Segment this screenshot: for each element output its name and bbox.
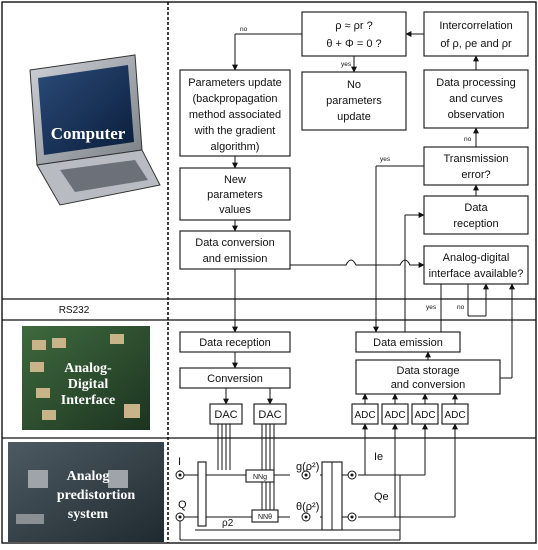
interface-label-3: Interface [61,393,115,408]
interface-label-2: Digital [68,377,109,392]
data-processing-line-2: and curves [449,93,503,105]
nn-g-label: NNg [253,474,267,481]
interface-available-line-1: Analog-digital [443,252,510,264]
data-conversion-box [179,230,291,270]
data-reception-mid-label: Data reception [199,337,271,349]
data-storage-line-1: Data storage [397,365,460,377]
no-params-update-box [301,71,407,131]
new-params-box [179,167,291,221]
data-storage-line-2: and conversion [391,379,466,391]
transmission-error-line-2: error? [461,169,490,181]
data-reception-top-line-2: reception [453,218,498,230]
new-params-line-1: New [224,174,246,186]
adc-label-1: ADC [354,410,375,421]
interface-board-image [22,326,150,430]
params-update-line-1: Parameters update [188,77,282,89]
connector-circles [175,470,357,522]
data-conversion-line-1: Data conversion [195,237,275,249]
dac-label-1: DAC [214,409,237,421]
intercorrelation-box [423,11,529,57]
output-ie-label: Ie [374,451,383,463]
params-update-line-2: (backpropagation [192,93,277,105]
new-params-line-2: parameters [207,189,263,201]
params-update-line-5: algorithm) [211,141,260,153]
adc-label-3: ADC [414,410,435,421]
condition-box [301,11,407,57]
rho2-label: ρ2 [222,518,234,529]
intercorrelation-line-1: Intercorrelation [439,20,512,32]
data-processing-box [423,69,529,129]
intercorrelation-line-2: of ρ, ρe and ρr [440,38,512,50]
circuit-lines [179,424,401,541]
label-yes-bottom: yes [426,304,437,311]
nn-g-box [245,469,275,483]
data-conversion-line-2: and emission [203,253,268,265]
rho2-block [197,461,207,527]
data-emission-label: Data emission [373,337,443,349]
rs232-label: RS232 [59,305,90,316]
label-yes-left: yes [380,156,391,163]
data-storage-box [355,359,501,395]
no-params-line-1: No [347,79,361,91]
transmission-error-line-1: Transmission [444,153,509,165]
predistortion-label-2: predistortion [57,488,136,503]
theta-label: θ(ρ²) [296,501,319,513]
interface-available-line-2: interface available? [429,268,524,280]
data-reception-top-line-1: Data [464,202,488,214]
adc-label-2: ADC [384,410,405,421]
data-processing-line-3: observation [448,109,505,121]
computer-label: Computer [51,124,126,143]
predistortion-label-3: system [68,507,109,522]
label-no-bottom: no [457,304,465,311]
interface-label-1: Analog- [64,361,112,376]
input-i-label: I [178,456,181,468]
predistortion-board-image [8,442,164,542]
params-update-line-4: with the gradient [194,125,276,137]
g-label: g(ρ²) [296,461,319,473]
params-update-line-3: method associated [189,109,281,121]
label-no-mid: no [464,136,472,143]
label-yes-center: yes [341,61,352,68]
nn-theta-label: NNθ [258,514,272,521]
condition-line-2: θ + Φ = 0 ? [326,38,381,50]
new-params-line-3: values [219,204,251,216]
nn-theta-box [251,509,279,523]
no-params-line-2: parameters [326,95,382,107]
dac-label-2: DAC [258,409,281,421]
conversion-label: Conversion [207,373,263,385]
laptop-image [29,54,161,206]
data-emission-box [355,331,461,353]
input-q-label: Q [178,499,187,511]
condition-line-1: ρ ≈ ρr ? [335,20,373,32]
output-qe-label: Qe [374,491,389,503]
params-update-box [179,69,291,157]
predistortion-label-1: Analog [67,469,110,484]
label-no-left: no [240,26,248,33]
adc-label-4: ADC [444,410,465,421]
emission-line [290,259,425,268]
no-params-line-3: update [337,111,371,123]
data-processing-line-1: Data processing [436,77,516,89]
